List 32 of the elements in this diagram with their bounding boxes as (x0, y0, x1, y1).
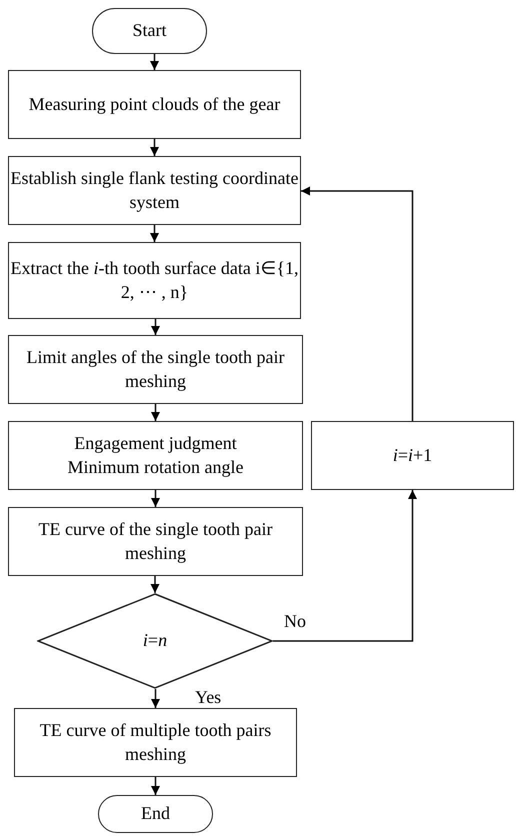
arrow (150, 576, 160, 593)
arrow (301, 186, 414, 421)
node-text: i=n (142, 629, 168, 652)
arrow (150, 139, 159, 156)
process-box (14, 708, 297, 777)
arrow (150, 225, 159, 242)
process-box (8, 507, 303, 576)
process-box (8, 70, 301, 139)
node-text: Limit angles of the single tooth pair meshing (26, 346, 286, 393)
node-text: Minimum rotation angle (68, 456, 244, 479)
arrow (151, 777, 160, 795)
node-text: Start (132, 19, 166, 42)
arrow (151, 689, 160, 708)
process-box (8, 335, 303, 404)
process-box (311, 421, 514, 490)
node-text: Establish single flank testing coordinate system (10, 167, 300, 214)
node-text: Extract the i-th tooth surface data i∈{1, 2, ⋯ , n} (9, 257, 300, 304)
process-box (8, 156, 301, 225)
node-text: Engagement judgment (74, 432, 237, 456)
node-text: i=i+1 (392, 444, 432, 467)
arrow (151, 404, 160, 421)
node-text: Measuring point clouds of the gear (28, 92, 280, 116)
decision-diamond (37, 593, 273, 689)
node-text: End (141, 802, 170, 826)
arrow (273, 490, 417, 642)
node-text: TE curve of multiple tooth pairs meshing (38, 719, 272, 766)
arrow (151, 490, 160, 507)
node-text: TE curve of the single tooth pair meshing (38, 518, 274, 565)
arrow (150, 54, 159, 70)
process-box (8, 421, 303, 490)
arrow (151, 319, 160, 335)
process-box (8, 242, 301, 319)
